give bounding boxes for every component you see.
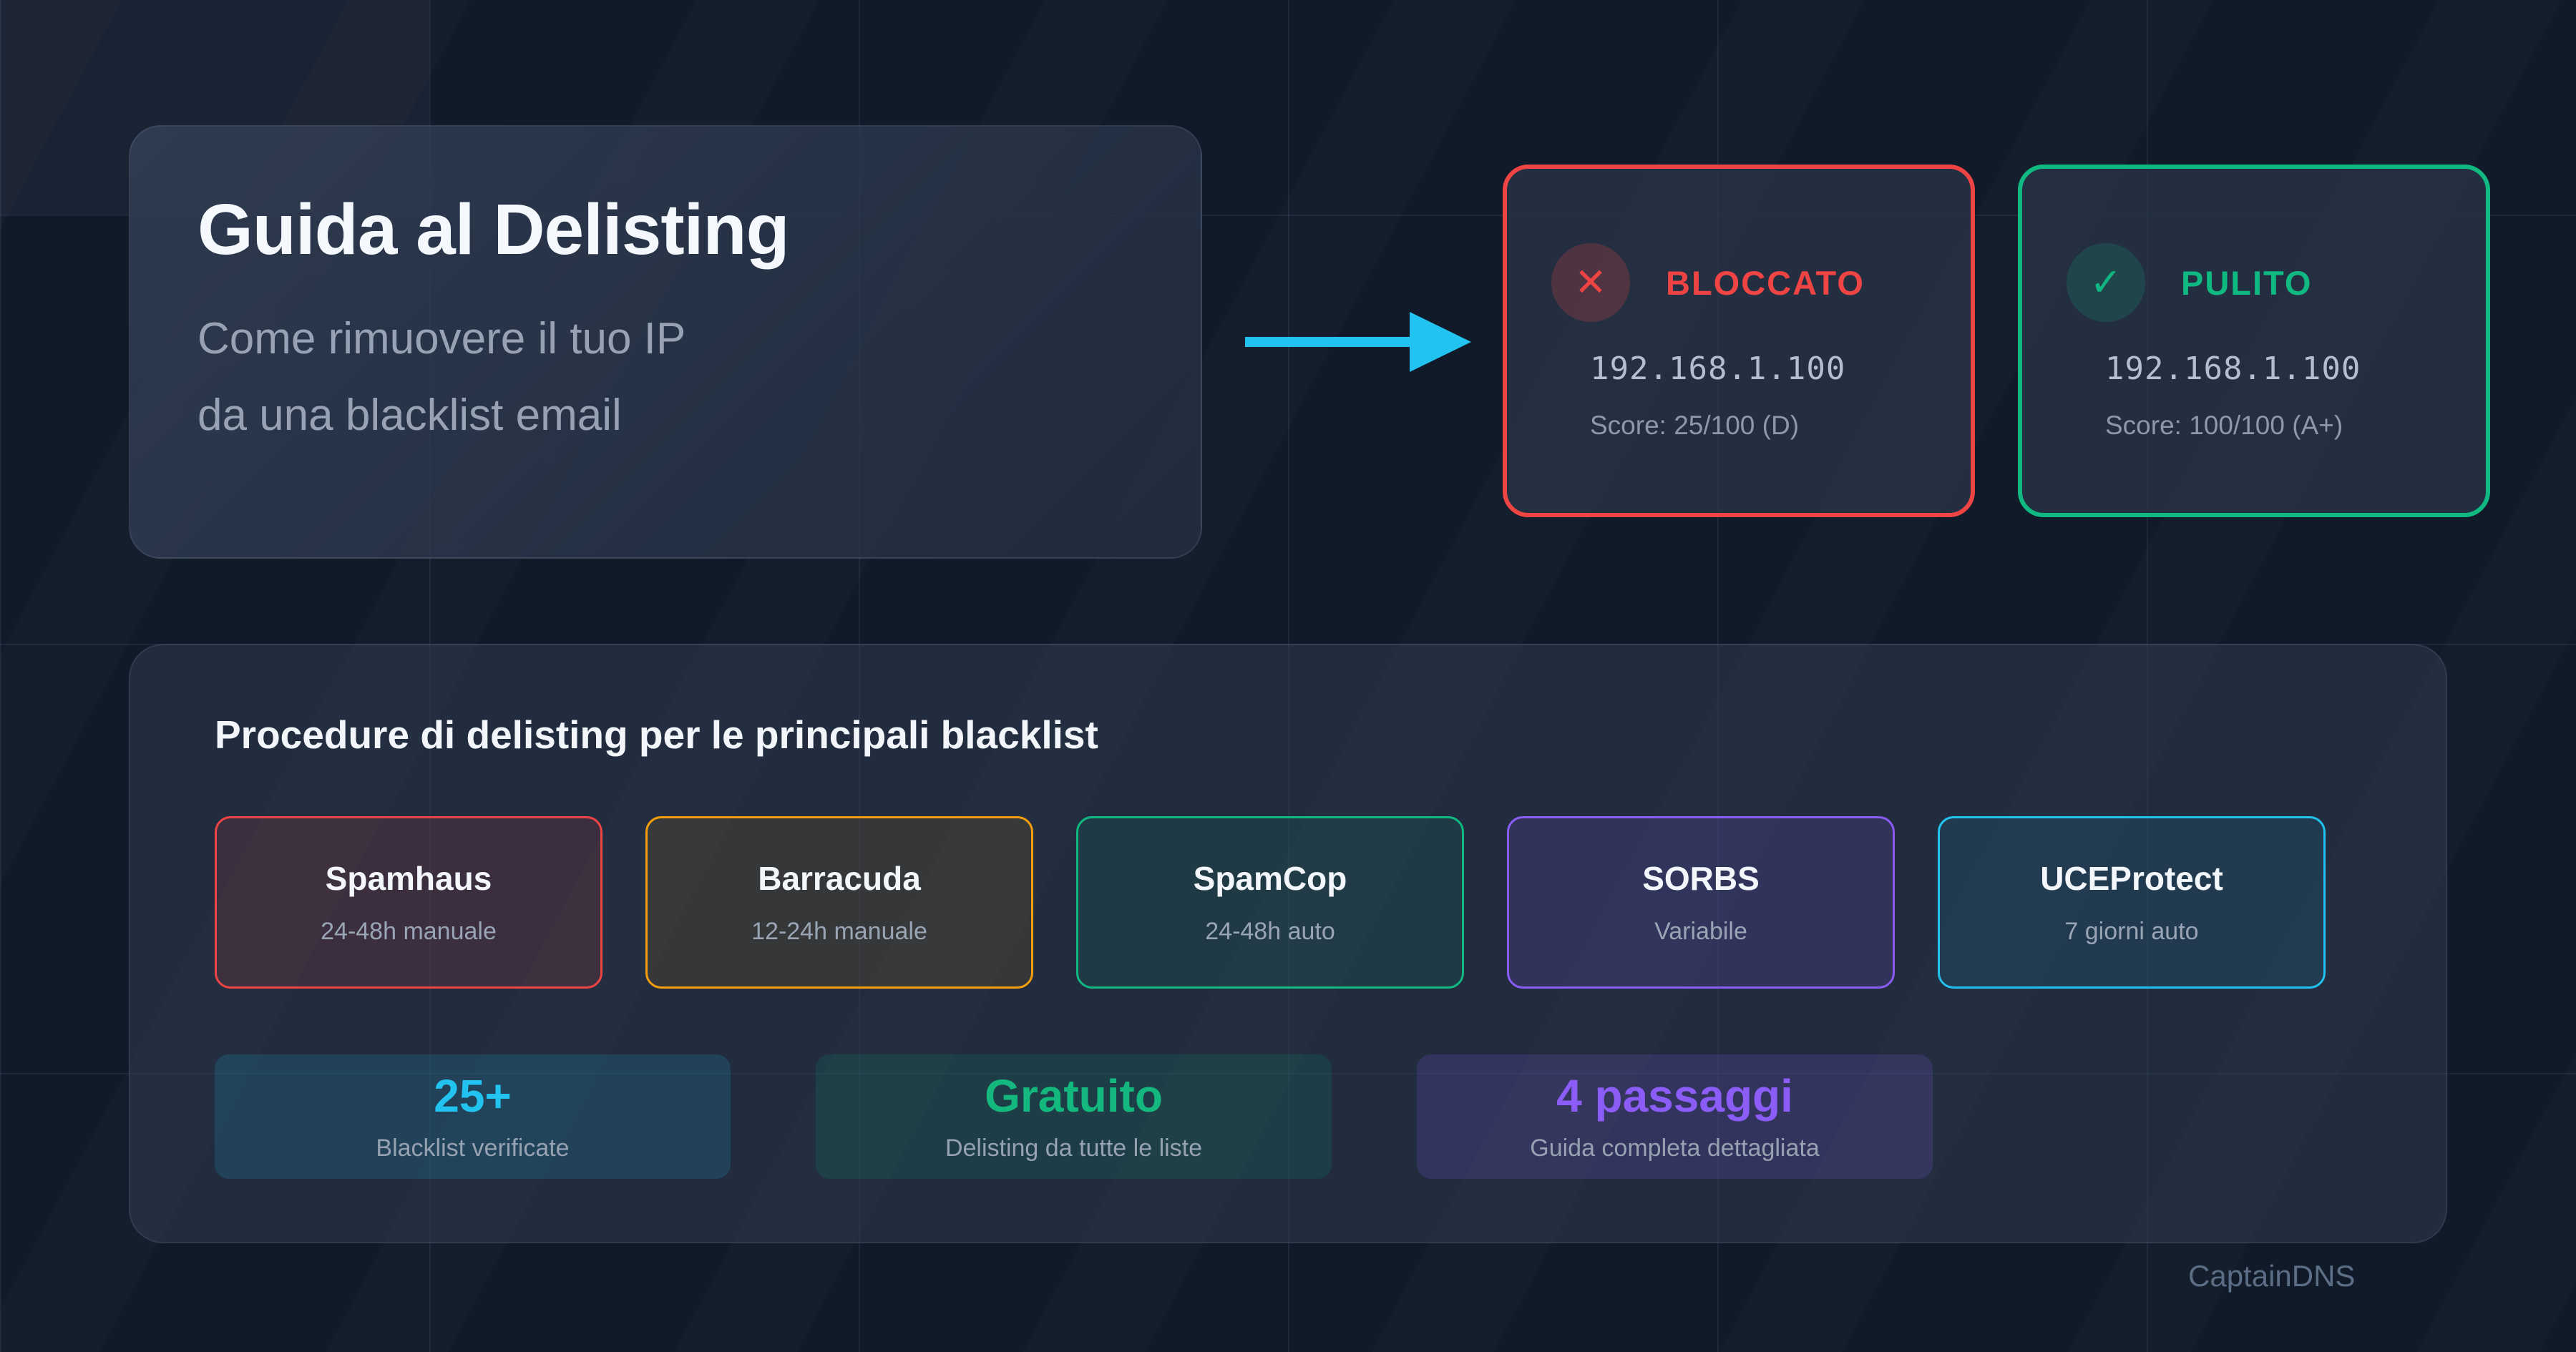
stat-box-blacklists: 25+ Blacklist verificate bbox=[215, 1054, 731, 1179]
procedures-heading: Procedure di delisting per le principali… bbox=[215, 712, 1098, 757]
flow-arrow-icon bbox=[1245, 312, 1471, 372]
blacklist-name: Barracuda bbox=[758, 859, 921, 897]
ip-address-blocked: 192.168.1.100 bbox=[1590, 351, 1846, 387]
status-label-clean: PULITO bbox=[2181, 264, 2313, 302]
blacklist-time: 24-48h auto bbox=[1205, 917, 1335, 945]
ip-address-clean: 192.168.1.100 bbox=[2105, 351, 2361, 387]
blacklist-card-sorbs: SORBS Variabile bbox=[1507, 816, 1895, 989]
page-title: Guida al Delisting bbox=[197, 190, 790, 270]
stat-value: Gratuito bbox=[985, 1070, 1163, 1122]
stat-label: Guida completa dettagliata bbox=[1530, 1135, 1820, 1162]
blacklist-card-uceprotect: UCEProtect 7 giorni auto bbox=[1938, 816, 2326, 989]
stat-box-free: Gratuito Delisting da tutte le liste bbox=[816, 1054, 1332, 1179]
status-label-blocked: BLOCCATO bbox=[1666, 264, 1865, 302]
stat-value: 25+ bbox=[434, 1070, 512, 1122]
stat-value: 4 passaggi bbox=[1556, 1070, 1793, 1122]
hero-subtitle-line1: Come rimuovere il tuo IP bbox=[197, 314, 686, 363]
blacklist-card-spamhaus: Spamhaus 24-48h manuale bbox=[215, 816, 602, 989]
stat-box-steps: 4 passaggi Guida completa dettagliata bbox=[1417, 1054, 1933, 1179]
hero-card: Guida al Delisting Come rimuovere il tuo… bbox=[129, 125, 1202, 559]
blacklist-name: Spamhaus bbox=[325, 859, 492, 897]
blacklist-cards-row: Spamhaus 24-48h manuale Barracuda 12-24h… bbox=[215, 816, 2326, 989]
blacklist-time: 24-48h manuale bbox=[321, 917, 497, 945]
blacklist-name: UCEProtect bbox=[2040, 859, 2223, 897]
stat-label: Blacklist verificate bbox=[376, 1135, 570, 1162]
status-card-clean: ✓ PULITO 192.168.1.100 Score: 100/100 (A… bbox=[2018, 165, 2490, 517]
stat-label: Delisting da tutte le liste bbox=[945, 1135, 1203, 1162]
score-clean: Score: 100/100 (A+) bbox=[2105, 411, 2343, 440]
score-blocked: Score: 25/100 (D) bbox=[1590, 411, 1800, 440]
blacklist-time: Variabile bbox=[1654, 917, 1747, 945]
checkmark-icon: ✓ bbox=[2067, 243, 2145, 322]
blacklist-name: SpamCop bbox=[1193, 859, 1347, 897]
brand-watermark: CaptainDNS bbox=[2188, 1259, 2356, 1293]
procedures-panel: Procedure di delisting per le principali… bbox=[129, 644, 2447, 1243]
status-card-blocked: ✕ BLOCCATO 192.168.1.100 Score: 25/100 (… bbox=[1503, 165, 1975, 517]
stats-row: 25+ Blacklist verificate Gratuito Delist… bbox=[215, 1054, 1933, 1179]
hero-subtitle-line2: da una blacklist email bbox=[197, 391, 622, 440]
blacklist-card-barracuda: Barracuda 12-24h manuale bbox=[645, 816, 1033, 989]
blacklist-name: SORBS bbox=[1642, 859, 1760, 897]
blacklist-card-spamcop: SpamCop 24-48h auto bbox=[1076, 816, 1464, 989]
blacklist-time: 7 giorni auto bbox=[2064, 917, 2199, 945]
blacklist-time: 12-24h manuale bbox=[751, 917, 927, 945]
x-cross-icon: ✕ bbox=[1551, 243, 1630, 322]
